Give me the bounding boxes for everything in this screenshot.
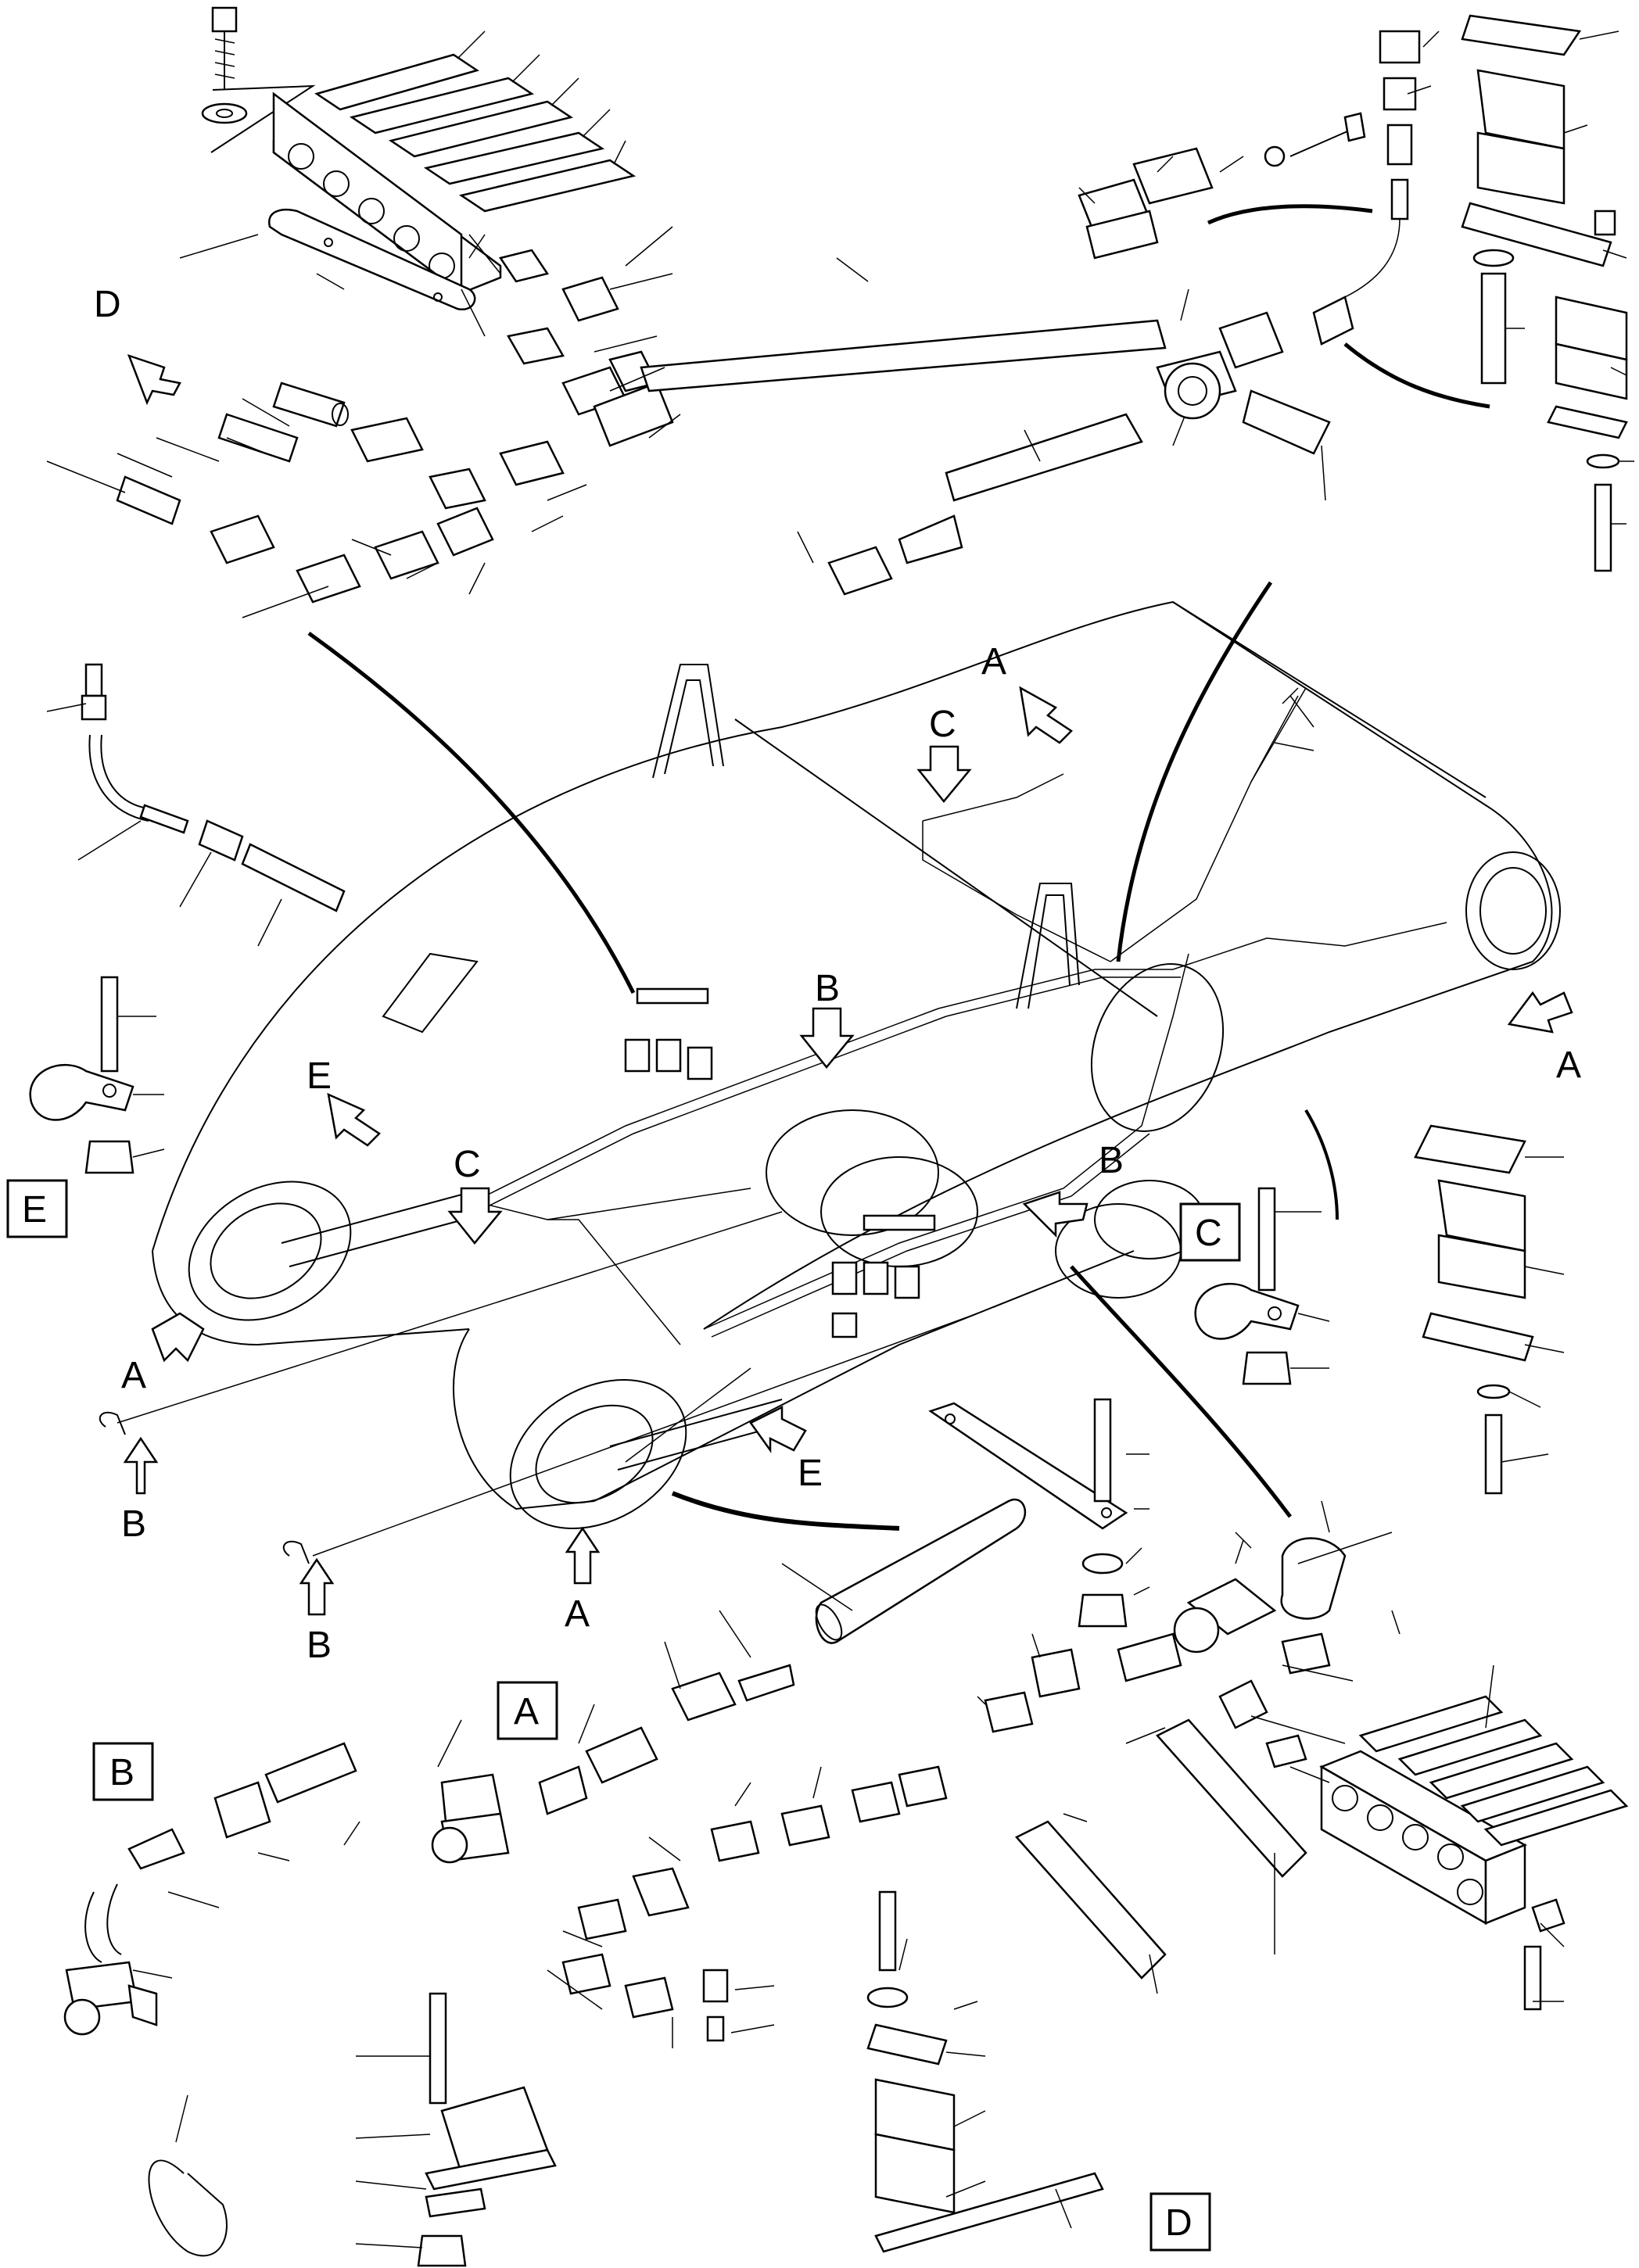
detail-box-E-frame bbox=[6, 1179, 68, 1238]
detail-boxes: E C A B D bbox=[6, 1179, 1241, 2252]
view-label-C-left: C bbox=[454, 1144, 481, 1185]
lower-left-pipes bbox=[99, 1411, 310, 1564]
detail-box-A-label: A bbox=[514, 1691, 539, 1732]
detail-box-A-frame bbox=[497, 1681, 558, 1740]
top-right-clamp-assembly bbox=[1078, 14, 1634, 572]
detail-box-B-label: B bbox=[109, 1752, 134, 1793]
detail-box-D-frame bbox=[1149, 2192, 1211, 2252]
left-hose-detail bbox=[46, 663, 346, 947]
right-clamp-stack bbox=[1414, 1124, 1565, 1495]
detail-E-clamp bbox=[29, 976, 165, 1174]
lower-center-parts bbox=[63, 1398, 1629, 2267]
view-arrow-labels: A C B A E C B A E B A B D bbox=[94, 284, 1581, 1666]
view-label-D-top-left: D bbox=[94, 284, 121, 325]
view-label-E-center: E bbox=[798, 1453, 823, 1494]
view-label-B-right: B bbox=[1099, 1140, 1124, 1181]
view-label-E-left: E bbox=[307, 1055, 332, 1097]
view-label-A-top: A bbox=[981, 641, 1006, 683]
view-label-A-left: A bbox=[121, 1355, 146, 1396]
leader-curves bbox=[307, 204, 1490, 1531]
top-left-manifold-assembly bbox=[46, 6, 1326, 618]
boom-body bbox=[152, 600, 1561, 1529]
boom-piping bbox=[117, 687, 1447, 1557]
detail-box-C-frame bbox=[1179, 1202, 1241, 1262]
detail-box-B-frame bbox=[92, 1742, 154, 1801]
view-label-A-right: A bbox=[1556, 1044, 1581, 1086]
view-label-B-lower-left: B bbox=[121, 1503, 146, 1545]
detail-box-C-label: C bbox=[1195, 1213, 1222, 1254]
detail-C-clamp bbox=[1194, 1187, 1330, 1385]
view-label-B-bottom-left: B bbox=[307, 1625, 332, 1666]
detail-box-D-label: D bbox=[1165, 2202, 1192, 2244]
view-arrows bbox=[123, 353, 1573, 1616]
boom-lube-blocks bbox=[624, 987, 936, 1338]
view-label-A-bottom: A bbox=[565, 1593, 590, 1635]
view-label-C-top: C bbox=[929, 704, 956, 745]
view-label-B-center: B bbox=[815, 968, 840, 1009]
detail-box-E-label: E bbox=[22, 1189, 47, 1231]
